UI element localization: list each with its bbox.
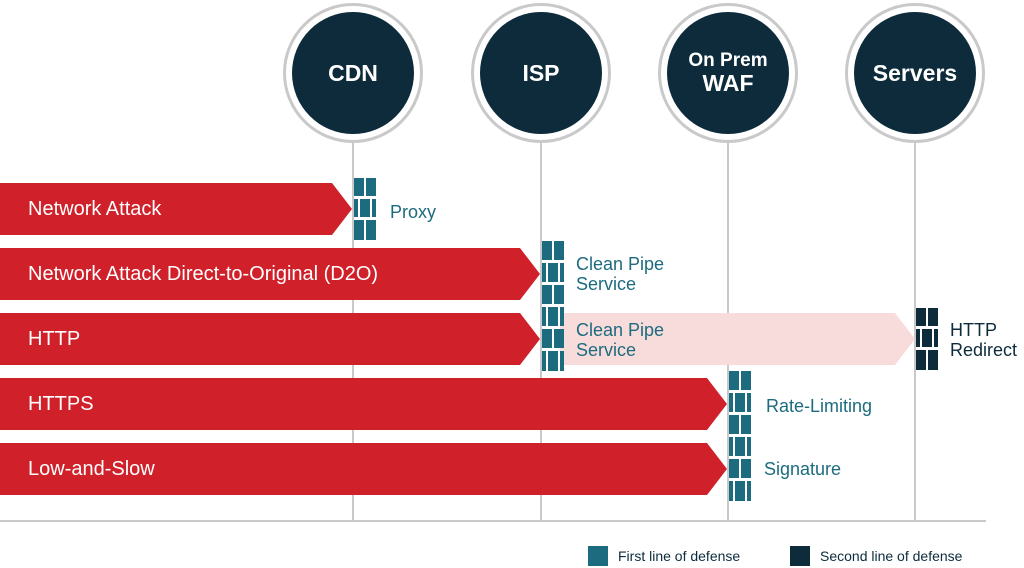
node-waf-label-line2: WAF: [702, 69, 754, 96]
defense-label-clean-pipe-1-line1: Clean Pipe: [576, 254, 665, 274]
firewall-icon-waf: [729, 371, 751, 501]
firewall-icon-proxy: [354, 178, 376, 240]
http-pass-through-arrow: [560, 313, 915, 365]
defense-label-clean-pipe-1: Clean Pipe Service: [576, 254, 664, 294]
defense-label-proxy-text: Proxy: [390, 202, 437, 222]
legend-swatch-first-line: [588, 546, 608, 566]
legend-label-second-line: Second line of defense: [820, 548, 963, 564]
attack-label-d2o: Network Attack Direct-to-Original (D2O): [28, 262, 379, 285]
legend-label-first-line: First line of defense: [618, 548, 741, 564]
defense-label-http-redirect-line1: HTTP: [950, 320, 997, 340]
attack-arrow-d2o: Network Attack Direct-to-Original (D2O): [0, 248, 540, 300]
node-waf: On Prem WAF: [658, 3, 798, 143]
firewall-icon-servers: [916, 308, 938, 370]
servers-line: [914, 140, 916, 522]
attack-arrow-network: Network Attack: [0, 183, 352, 235]
attack-label-http: HTTP: [28, 327, 81, 350]
legend-swatch-second-line: [790, 546, 810, 566]
node-isp: ISP: [471, 3, 611, 143]
baseline: [0, 520, 986, 522]
node-isp-label: ISP: [522, 59, 560, 86]
defense-label-clean-pipe-1-line2: Service: [576, 274, 637, 294]
attack-arrow-low-and-slow: Low-and-Slow: [0, 443, 727, 495]
defense-label-clean-pipe-2-line1: Clean Pipe: [576, 320, 665, 340]
attack-label-https: HTTPS: [28, 392, 94, 415]
attack-arrow-http: HTTP: [0, 313, 540, 365]
attack-label-network: Network Attack: [28, 197, 162, 220]
defense-label-proxy: Proxy: [390, 202, 436, 222]
defense-label-signature-text: Signature: [764, 459, 842, 479]
legend-first-line: First line of defense: [588, 545, 740, 567]
defense-label-clean-pipe-2-line2: Service: [576, 340, 637, 360]
attack-label-low-and-slow: Low-and-Slow: [28, 457, 155, 480]
firewall-icon-clean-pipe: [542, 241, 564, 371]
defense-label-http-redirect-line2: Redirect: [950, 340, 1018, 360]
defense-label-rate-limiting-text: Rate-Limiting: [766, 396, 873, 416]
legend-second-line: Second line of defense: [790, 545, 962, 567]
node-servers-label: Servers: [872, 59, 958, 86]
node-servers: Servers: [845, 3, 985, 143]
node-cdn-label: CDN: [328, 59, 378, 86]
defense-label-clean-pipe-2: Clean Pipe Service: [576, 320, 664, 360]
defense-label-rate-limiting: Rate-Limiting: [766, 396, 872, 416]
attack-arrow-https: HTTPS: [0, 378, 727, 430]
isp-line: [540, 140, 542, 522]
defense-label-http-redirect: HTTP Redirect: [950, 320, 1017, 360]
defense-label-signature: Signature: [764, 459, 841, 479]
node-cdn: CDN: [283, 3, 423, 143]
node-waf-label-line1: On Prem: [688, 49, 768, 71]
